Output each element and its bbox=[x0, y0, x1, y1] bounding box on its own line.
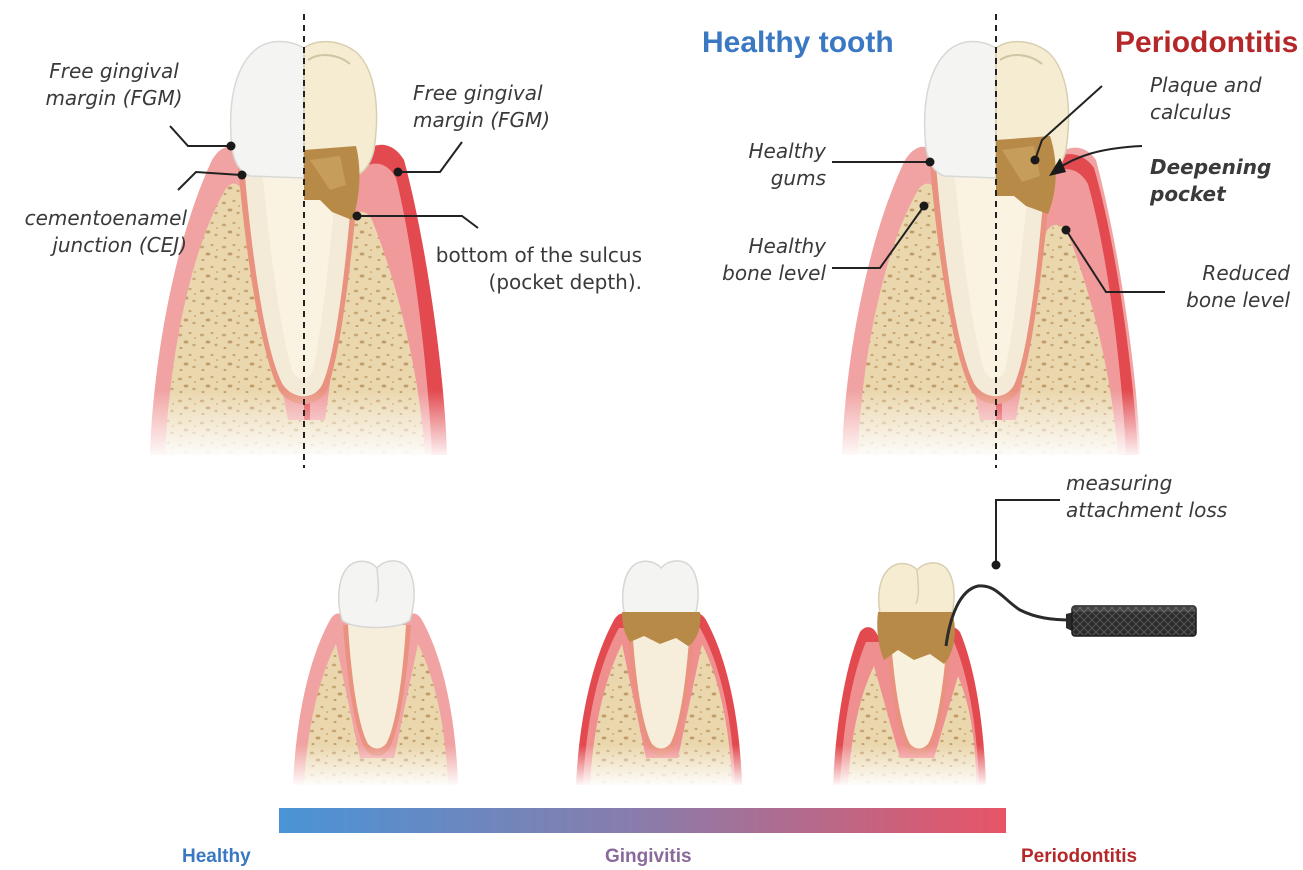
small-tooth-gingivitis bbox=[572, 561, 747, 787]
periodontal-probe bbox=[946, 586, 1196, 646]
probe-leader bbox=[992, 500, 1061, 570]
stage-label-healthy: Healthy bbox=[182, 846, 251, 868]
progression-bar bbox=[279, 808, 1006, 833]
stage-label-periodontitis: Periodontitis bbox=[1021, 846, 1137, 868]
label-sulcus-bottom: bottom of the sulcus(pocket depth). bbox=[418, 242, 642, 296]
title-healthy-tooth: Healthy tooth bbox=[702, 26, 894, 60]
small-tooth-healthy bbox=[290, 561, 465, 787]
right-crown-healthy bbox=[925, 42, 996, 179]
small-tooth-periodontitis bbox=[830, 563, 990, 787]
title-periodontitis: Periodontitis bbox=[1115, 26, 1298, 60]
right-large-tooth bbox=[842, 42, 1142, 461]
left-crown-healthy bbox=[231, 42, 304, 179]
stage-label-gingivitis: Gingivitis bbox=[605, 846, 692, 868]
